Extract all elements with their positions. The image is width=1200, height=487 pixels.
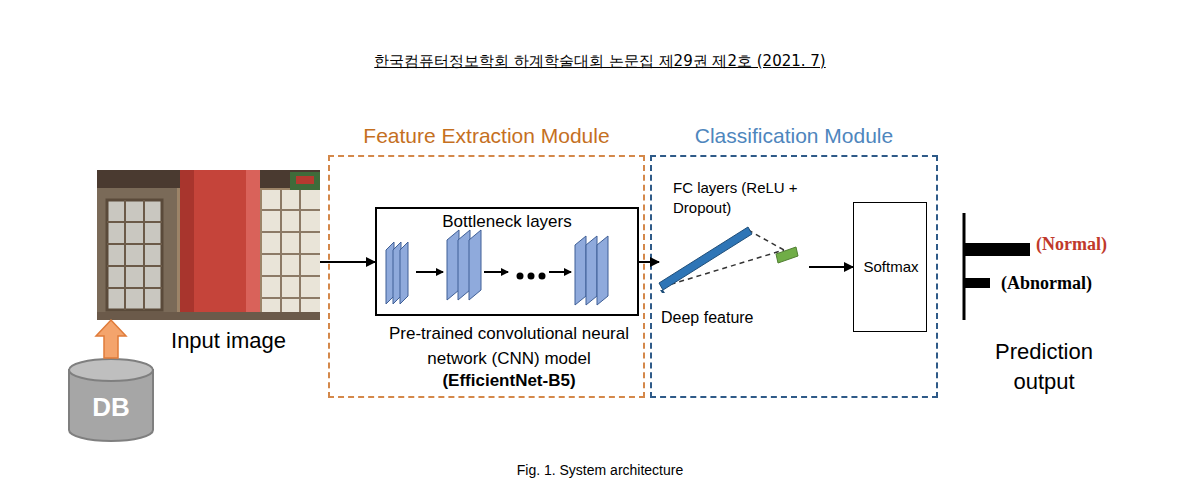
layer-slab <box>597 236 608 305</box>
bottleneck-box: Bottleneck layersPre-trained convolution… <box>375 207 639 316</box>
fc-label: FC layers (ReLU + Dropout) <box>673 178 813 218</box>
flow-arrow <box>416 271 443 273</box>
class-label: (Abnormal) <box>1001 273 1092 295</box>
photo-pillar-light <box>246 170 260 320</box>
fc-bar <box>659 227 752 290</box>
module-box: Feature Extraction ModuleBottleneck laye… <box>328 155 645 398</box>
flow-arrow <box>549 271 571 273</box>
photo-window <box>107 200 162 310</box>
flow-arrow <box>639 261 659 263</box>
running-header: 한국컴퓨터정보학회 하계학술대회 논문집 제29권 제2호 (2021. 7) <box>0 52 1200 71</box>
output-label: Prediction output <box>969 337 1119 397</box>
layer-slab <box>400 242 408 304</box>
bottleneck-label: Bottleneck layers <box>377 212 637 232</box>
photo-floor <box>97 312 320 320</box>
model-description: Pre-trained convolutional neural network… <box>363 321 655 371</box>
layer-slab <box>575 236 586 305</box>
figure-caption: Fig. 1. System architecture <box>0 462 1200 478</box>
layer-stack <box>386 230 608 305</box>
class-label: (Normal) <box>1036 234 1107 256</box>
projection-line <box>662 250 784 287</box>
softmax-box: Softmax <box>853 202 927 332</box>
photo-right-window <box>262 190 320 315</box>
input-image: Input image <box>97 170 320 320</box>
block-arrow <box>96 320 126 358</box>
layer-slab <box>458 230 470 300</box>
feature-label: Deep feature <box>661 308 811 327</box>
layer-slab <box>447 230 459 300</box>
fc-bar-end <box>660 290 665 293</box>
module-box: Classification ModuleFC layers (ReLU + D… <box>650 155 938 398</box>
photo-wall <box>97 170 177 320</box>
prediction-output: (Normal) (Abnormal) Prediction output <box>955 205 1140 400</box>
db-label: DB <box>67 392 155 423</box>
ellipsis-dot <box>528 273 535 280</box>
photo-background <box>97 170 320 320</box>
projection-line <box>748 230 784 250</box>
module-title: Classification Module <box>652 123 936 148</box>
ellipsis-dot <box>539 273 546 280</box>
axis-line <box>963 213 966 320</box>
layer-slab <box>469 230 481 300</box>
model-name: (EfficientNet-B5) <box>363 371 655 391</box>
cylinder-top <box>69 359 153 381</box>
flow-arrow <box>809 266 853 268</box>
ellipsis-dot <box>517 273 524 280</box>
photo-right-lattice <box>262 190 320 315</box>
database-cylinder: DB <box>67 358 155 442</box>
fc-layers: FC layers (ReLU + Dropout)Deep feature <box>659 178 809 332</box>
abnormal-bar <box>965 278 990 288</box>
photo-pillar <box>180 170 260 320</box>
module-title: Feature Extraction Module <box>330 123 643 148</box>
image-label: Input image <box>117 328 340 354</box>
photo-pillar-shade <box>180 170 194 320</box>
layer-slab <box>586 236 597 305</box>
softmax-label: Softmax <box>850 258 932 276</box>
normal-bar <box>965 243 1030 256</box>
flow-arrow <box>484 271 508 273</box>
feature-vector <box>776 247 798 263</box>
photo-window-lattice <box>107 200 162 310</box>
photo-ornament <box>290 172 320 190</box>
photo-ornament-red <box>296 176 314 184</box>
